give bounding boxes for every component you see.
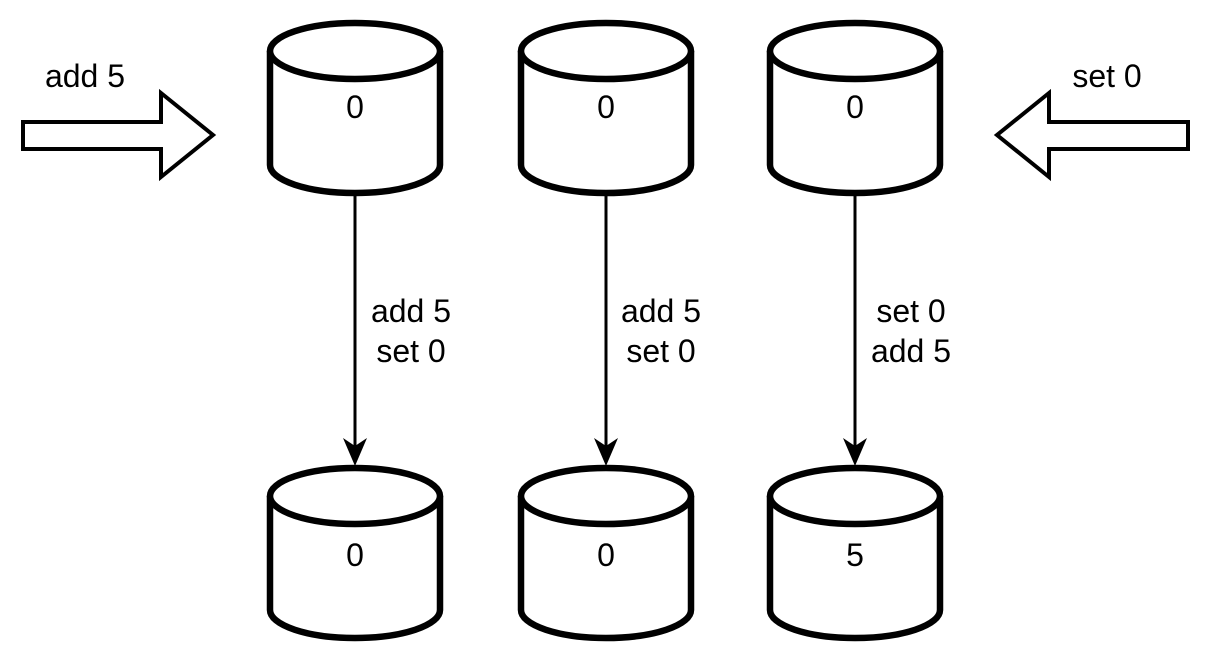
incoming-op-left-arrow-right-icon <box>21 88 217 182</box>
replica-2-op-1-label: add 5 <box>621 293 701 329</box>
incoming-op-right-arrow-left-icon <box>993 88 1190 182</box>
replica-3-column: 0 set 0 add 5 5 <box>770 23 951 638</box>
replica-3-initial-value: 0 <box>846 89 864 125</box>
incoming-op-left: add 5 <box>21 58 217 182</box>
replica-2-op-2-label: set 0 <box>626 333 695 369</box>
replica-2-column: 0 add 5 set 0 0 <box>521 23 701 638</box>
replica-1-initial-value: 0 <box>346 89 364 125</box>
replica-2-final-value: 0 <box>597 537 615 573</box>
replica-1-final-value: 0 <box>346 537 364 573</box>
replica-3-final-value: 5 <box>846 537 864 573</box>
incoming-op-right-label: set 0 <box>1072 58 1141 94</box>
replica-3-op-1-label: set 0 <box>876 293 945 329</box>
replica-2-sync-arrowhead-icon <box>594 438 618 466</box>
replica-3-op-2-label: add 5 <box>871 333 951 369</box>
replica-1-op-2-label: set 0 <box>376 333 445 369</box>
replica-3-sync-arrowhead-icon <box>843 438 867 466</box>
incoming-op-left-label: add 5 <box>45 58 125 94</box>
replica-1-op-1-label: add 5 <box>371 293 451 329</box>
replica-1-sync-arrowhead-icon <box>343 438 367 466</box>
incoming-op-right: set 0 <box>993 58 1190 182</box>
replica-2-initial-value: 0 <box>597 89 615 125</box>
replica-1-column: 0 add 5 set 0 0 <box>270 23 451 638</box>
